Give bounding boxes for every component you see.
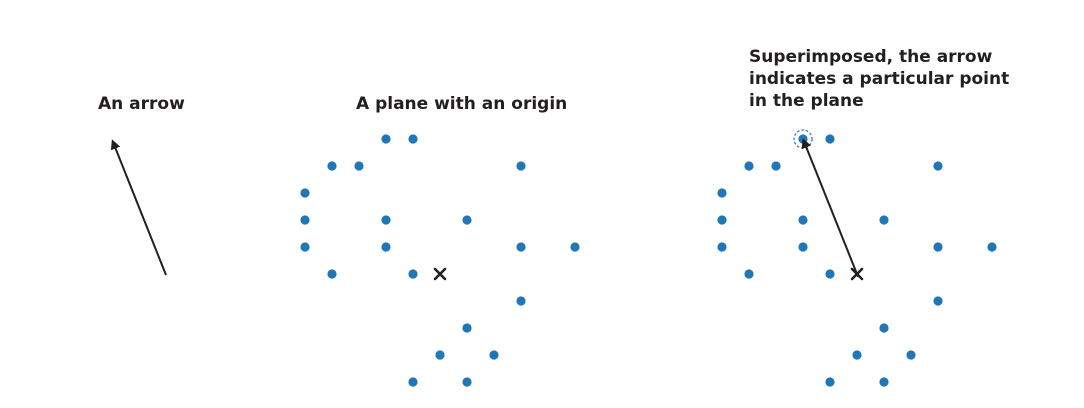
plane-point [933, 296, 943, 306]
plane-point [798, 134, 808, 144]
plane-point [987, 242, 997, 252]
plane-point [408, 377, 418, 387]
plane-point [825, 377, 835, 387]
plane-point [327, 269, 337, 279]
plane-point [717, 215, 727, 225]
plane-point [435, 350, 445, 360]
plane-point [744, 269, 754, 279]
superimposed-panel-caption: Superimposed, the arrow indicates a part… [749, 47, 1010, 111]
plane-panel-caption: A plane with an origin [356, 94, 568, 114]
plane-point [906, 350, 916, 360]
plane-point [879, 215, 889, 225]
plane-point [489, 350, 499, 360]
plane-point [300, 242, 310, 252]
plane-point [381, 242, 391, 252]
plane-point [300, 188, 310, 198]
plane-point [354, 161, 364, 171]
plane-point [825, 134, 835, 144]
plane-point [516, 296, 526, 306]
standalone-arrow [110, 139, 167, 276]
plane-panel [300, 134, 580, 387]
plane-point [300, 215, 310, 225]
plane-point [462, 377, 472, 387]
plane-point [879, 323, 889, 333]
plane-point [879, 377, 889, 387]
plane-point [852, 350, 862, 360]
plane-point [408, 134, 418, 144]
plane-point [381, 134, 391, 144]
superimposed-arrow [801, 138, 860, 278]
arrow-panel [110, 139, 167, 276]
plane-point [744, 161, 754, 171]
superimposed-panel [717, 129, 997, 387]
plane-point [381, 215, 391, 225]
plane-point [516, 161, 526, 171]
plane-point [462, 323, 472, 333]
plane-point [462, 215, 472, 225]
plane-point [798, 215, 808, 225]
plane-point [717, 242, 727, 252]
plane-point [408, 269, 418, 279]
plane-point [933, 242, 943, 252]
plane-point [771, 161, 781, 171]
plane-point [933, 161, 943, 171]
plane-point [717, 188, 727, 198]
plane-point [825, 269, 835, 279]
origin-x-stroke [433, 267, 447, 281]
plane-point [798, 242, 808, 252]
arrow-panel-caption: An arrow [98, 94, 185, 114]
plane-point [327, 161, 337, 171]
plane-point [570, 242, 580, 252]
plane-point [516, 242, 526, 252]
origin-x-mark [433, 267, 447, 281]
